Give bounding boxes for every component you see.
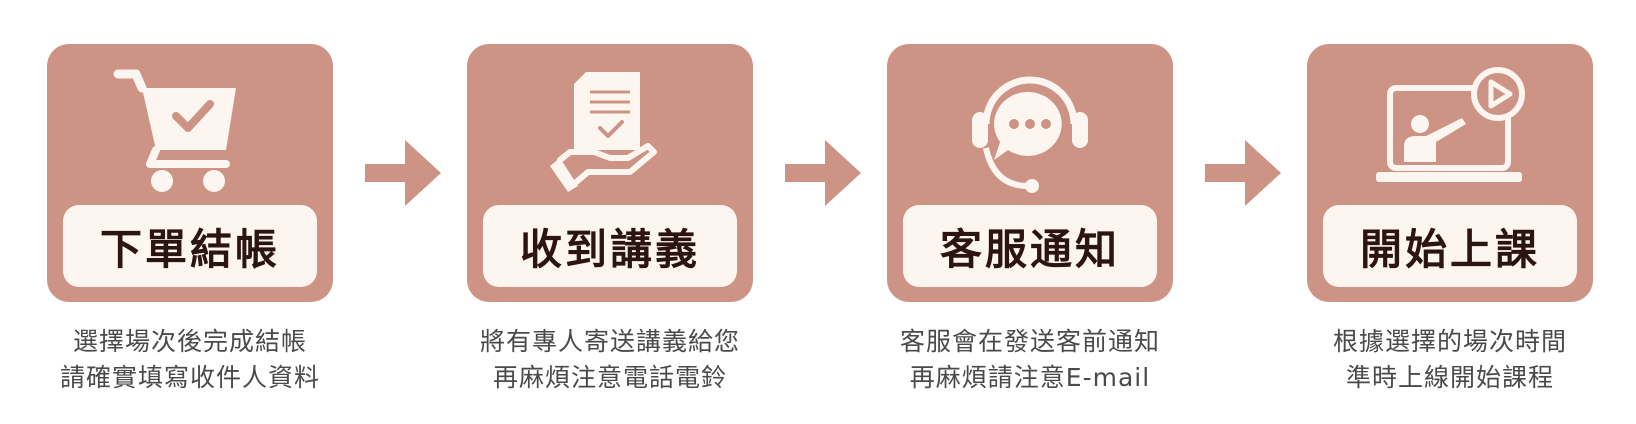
shopping-cart-check-icon [113, 69, 236, 192]
desc-line: 再麻煩請注意E-mail [909, 363, 1151, 392]
step-description: 選擇場次後完成結帳 請確實填寫收件人資料 [47, 324, 333, 396]
laptop-teacher-play-icon [1376, 67, 1525, 182]
step-card: 下單結帳 [47, 44, 333, 302]
step-label-box: 下單結帳 [63, 205, 317, 287]
step-card: 客服通知 [887, 44, 1173, 302]
desc-line: 選擇場次後完成結帳 [72, 327, 307, 356]
step-label-box: 開始上課 [1323, 205, 1577, 287]
step-description: 根據選擇的場次時間 準時上線開始課程 [1307, 324, 1593, 396]
step-description: 將有專人寄送講義給您 再麻煩注意電話電鈴 [467, 324, 753, 396]
step-receive-handout: 收到講義 將有專人寄送講義給您 再麻煩注意電話電鈴 [467, 44, 753, 396]
headset-chat-icon [972, 76, 1088, 193]
step-card: 收到講義 [467, 44, 753, 302]
desc-line: 準時上線開始課程 [1345, 363, 1554, 392]
arrow-right-icon [365, 140, 441, 206]
step-label-box: 客服通知 [903, 205, 1157, 287]
step-label: 開始上課 [1359, 224, 1540, 274]
step-checkout: 下單結帳 選擇場次後完成結帳 請確實填寫收件人資料 [47, 44, 333, 396]
step-customer-service: 客服通知 客服會在發送客前通知 再麻煩請注意E-mail [887, 44, 1173, 396]
step-start-class: 開始上課 根據選擇的場次時間 準時上線開始課程 [1307, 44, 1593, 396]
arrow-right-icon [785, 140, 861, 206]
step-label-box: 收到講義 [483, 205, 737, 287]
document-hand-icon [550, 72, 657, 192]
step-label: 下單結帳 [99, 224, 280, 274]
desc-line: 根據選擇的場次時間 [1332, 327, 1567, 356]
arrow-right-icon [1205, 140, 1281, 206]
desc-line: 再麻煩注意電話電鈴 [492, 363, 727, 392]
desc-line: 請確實填寫收件人資料 [59, 363, 320, 392]
step-label: 收到講義 [519, 224, 700, 274]
desc-line: 將有專人寄送講義給您 [479, 327, 740, 356]
desc-line: 客服會在發送客前通知 [899, 327, 1160, 356]
step-description: 客服會在發送客前通知 再麻煩請注意E-mail [887, 324, 1173, 396]
step-card: 開始上課 [1307, 44, 1593, 302]
step-label: 客服通知 [939, 224, 1120, 274]
